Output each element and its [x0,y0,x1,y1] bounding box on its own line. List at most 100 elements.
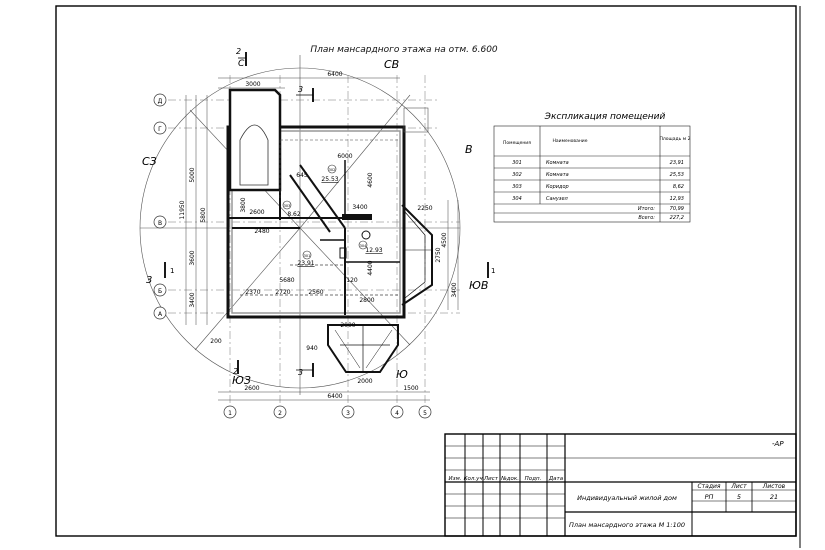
section-mark-1-right: 1 [491,267,495,275]
dim-left-total: 11950 [179,200,186,219]
section-mark-3-top: 3 [298,85,303,94]
room-number-301: 301 [304,254,311,258]
dim-inner-12: 645 [296,172,308,179]
room-number-303: 303 [284,204,291,208]
dim-inner-9: 2000 [340,322,355,329]
axis-letter-v: В [158,220,162,227]
dim-inner-3: 2480 [254,228,269,235]
explication-row-4-name: Санузел [546,196,569,202]
explication-header-name: Наименование [553,138,588,144]
title-block-code: -АР [772,440,784,448]
axis-grid [168,75,460,405]
explication-row-2-num: 302 [512,172,522,178]
explication-header-area: Площадь м 2 [660,136,691,142]
axis-number-2: 2 [278,410,282,417]
dim-inner-5: 2720 [275,289,290,296]
explication-row-3-num: 303 [512,184,522,190]
compass-label-ne: СВ [384,58,399,71]
explication-row-4-num: 304 [512,196,522,202]
dim-2000b: 2000 [357,378,372,385]
dormer-south [327,324,399,373]
title-col-data: Дата [548,476,564,482]
dim-bot-940: 940 [306,345,318,352]
title-project: Индивидуальный жилой дом [577,494,677,502]
dim-corridor: 3400 [352,204,367,211]
explication-header-rooms: Помещения [503,140,531,146]
section-mark-2-bottom: 2 [233,367,238,376]
axis-letters [153,93,167,320]
room-area-303: 8.62 [287,211,301,218]
dim-left-d: 3400 [189,292,196,307]
title-sheet-label: Лист [730,483,747,490]
axis-letter-d: Д [158,98,163,105]
dim-right-1: 2250 [417,205,432,212]
room-area-304: 12.93 [365,247,382,254]
title-block [444,433,797,537]
title-col-podp: Подп. [525,476,542,482]
dim-bottom-left: 2600 [244,385,259,392]
sheet-frame [55,5,797,537]
explication-row-1-area: 23,91 [670,160,684,166]
room-marker-301 [302,250,312,260]
compass-label-sw: ЮЗ [232,374,251,387]
explication-row-3-area: 8,62 [673,184,684,190]
explication-row-4-area: 12,93 [670,196,684,202]
dormer-east [401,204,433,306]
section-mark-3-bottom: 3 [298,368,303,377]
title-col-ndoc: №док. [500,476,519,482]
explication-total-value: 70,99 [670,206,684,212]
explication-table [493,125,691,223]
section-mark-2-top: 2 [236,47,241,56]
axis-letter-g: Г [158,126,162,133]
room-marker-304 [358,240,368,250]
dim-bottom-total: 6400 [327,393,342,400]
section-mark-3-left: 3 [146,275,152,286]
building-walls [226,88,406,319]
title-col-list: Лист [483,476,499,482]
dim-bottom-right: 1500 [403,385,418,392]
title-col-kolich: Кол.уч. [464,476,485,482]
dimension-lines [185,77,459,401]
dim-top-left: 3000 [245,81,260,88]
dim-inner-2: 2600 [249,209,264,216]
axis-letter-a: А [158,311,163,318]
room-area-302: 25.53 [321,176,338,183]
axis-number-1: 1 [228,410,232,417]
room-number-302: 302 [329,168,336,172]
axis-numbers [223,405,432,419]
title-stage-value: РП [705,493,714,501]
explication-all-label: Всего: [638,215,655,221]
compass-label-s: Ю [396,368,408,381]
explication-row-2-name: Комната [546,172,569,178]
title-sheets-label: Листов [762,483,786,490]
explication-row-2-area: 25,53 [670,172,684,178]
explication-row-1-num: 301 [512,160,522,166]
explication-all-value: 227,2 [670,215,684,221]
roof-outline-top [403,107,429,133]
dim-inner-6: 2560 [308,289,323,296]
room-marker-303 [282,200,292,210]
dim-left-a: 5000 [189,167,196,182]
axis-number-5: 5 [423,410,427,417]
dim-room-top-h: 4600 [367,172,374,187]
room-marker-302 [327,164,337,174]
dim-top-total: 6400 [327,71,342,78]
axis-number-3: 3 [346,410,350,417]
axis-letter-b: Б [158,288,162,295]
dim-room-top-w: 6000 [337,153,352,160]
dim-right-2: 4500 [441,232,448,247]
plan-title: План мансардного этажа на отм. 6.600 [310,45,498,55]
dim-right-4: 2750 [435,247,442,262]
section-mark-c-top: С [238,59,245,69]
title-col-izm: Изм. [449,476,462,482]
explication-total-label: Итого: [638,206,655,212]
explication-row-3-name: Коридор [546,184,569,190]
dim-right-3: 3400 [451,282,458,297]
explication-row-1-name: Комната [546,160,569,166]
room-number-304: 304 [360,244,367,248]
axis-number-4: 4 [395,410,399,417]
title-sheet-value: 5 [737,493,741,501]
dim-inner-7: 5680 [279,277,294,284]
dim-inner-11: 4400 [367,260,374,275]
dim-bot-small: 200 [210,338,222,345]
